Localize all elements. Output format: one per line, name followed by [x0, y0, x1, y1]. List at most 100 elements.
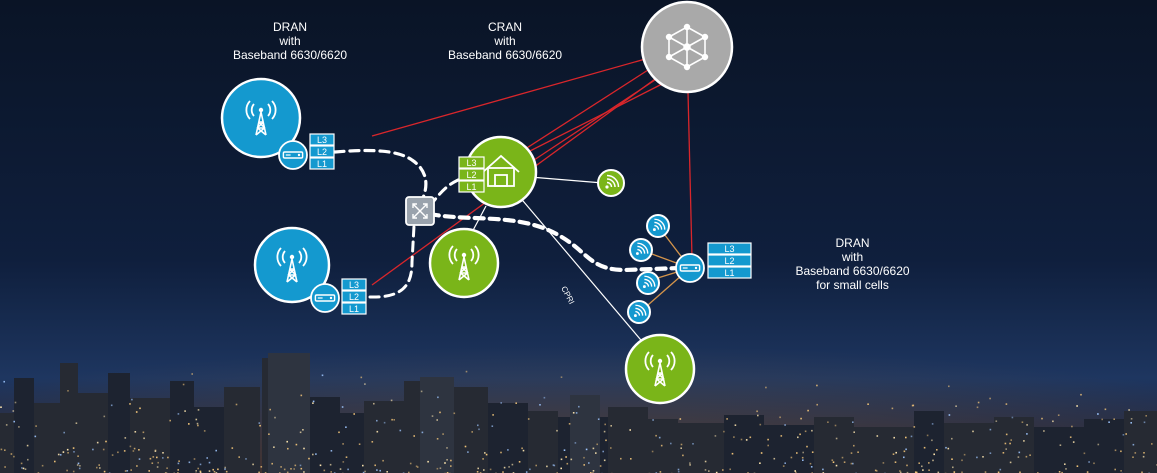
city-light	[756, 410, 758, 413]
city-light	[1011, 416, 1014, 419]
city-light	[553, 464, 556, 467]
city-light	[955, 405, 957, 407]
city-light	[1125, 433, 1127, 435]
stack-layer-label: L2	[317, 147, 327, 157]
stack-layer-box	[458, 180, 485, 193]
city-light	[134, 431, 137, 433]
stack-layer-label: L1	[317, 159, 327, 169]
city-light	[362, 471, 365, 473]
stack-layer-box	[309, 157, 335, 170]
city-light	[899, 471, 902, 473]
city-light	[66, 469, 68, 472]
city-light	[841, 456, 844, 459]
city-light	[926, 434, 929, 437]
city-light	[224, 468, 226, 470]
building	[364, 401, 404, 473]
city-light	[21, 467, 23, 469]
city-light	[24, 468, 27, 470]
dran-top-baseband	[278, 140, 308, 170]
small-cell-1	[646, 214, 670, 238]
city-light	[197, 409, 200, 411]
small-cell-2	[629, 238, 653, 262]
city-light	[26, 444, 29, 447]
city-light	[931, 439, 933, 442]
city-light	[722, 469, 724, 471]
city-light	[312, 453, 314, 456]
city-light	[195, 470, 197, 472]
city-light	[416, 466, 419, 468]
building-hub-icon	[482, 154, 520, 187]
city-light	[124, 437, 127, 439]
city-light	[245, 458, 247, 460]
city-light	[961, 471, 963, 473]
city-light	[565, 456, 567, 458]
city-light	[191, 373, 193, 375]
city-light	[485, 453, 488, 456]
city-light	[57, 453, 60, 456]
city-light	[546, 465, 548, 468]
city-light	[852, 421, 854, 423]
city-light	[1088, 461, 1090, 463]
city-light	[193, 458, 196, 460]
city-light	[1101, 418, 1103, 421]
city-light	[984, 471, 987, 473]
city-light	[330, 450, 333, 452]
city-light	[96, 466, 98, 469]
stack-layer-label: L3	[317, 135, 327, 145]
city-light	[177, 462, 180, 465]
building	[1124, 411, 1157, 473]
city-light	[139, 407, 141, 410]
building	[34, 403, 60, 473]
small-cell-4	[627, 300, 651, 324]
city-light	[1021, 421, 1024, 423]
city-light	[41, 464, 44, 467]
city-light	[436, 438, 439, 440]
city-light	[152, 456, 155, 458]
city-light	[518, 461, 521, 463]
city-light	[188, 461, 191, 464]
city-light	[891, 407, 894, 410]
city-light	[976, 456, 978, 459]
building	[224, 387, 260, 473]
city-light	[231, 447, 234, 449]
city-light	[477, 467, 479, 470]
city-light	[14, 401, 17, 404]
city-light	[123, 450, 126, 452]
city-light	[604, 423, 606, 426]
city-light	[677, 470, 680, 473]
city-light	[421, 431, 424, 434]
city-light	[59, 454, 62, 456]
city-light	[225, 470, 228, 473]
city-light	[892, 453, 895, 455]
city-light	[409, 462, 412, 465]
city-light	[765, 386, 767, 389]
city-light	[224, 466, 226, 469]
city-light	[745, 439, 748, 441]
city-light	[539, 404, 541, 406]
city-light	[918, 462, 920, 464]
small-cells-baseband	[675, 253, 705, 283]
city-light	[76, 464, 79, 466]
city-light	[0, 406, 2, 408]
city-light	[383, 421, 386, 424]
city-light	[1009, 442, 1011, 445]
city-light	[1120, 470, 1122, 472]
city-light	[312, 402, 314, 404]
hub-to-small-cell-link	[529, 176, 604, 184]
city-light	[4, 466, 6, 468]
city-light	[500, 451, 502, 454]
city-light	[852, 462, 854, 465]
city-light	[680, 443, 683, 446]
city-light	[67, 452, 69, 454]
city-light	[1071, 425, 1073, 428]
city-light	[482, 458, 484, 460]
city-light	[376, 419, 378, 422]
city-light	[166, 467, 168, 469]
city-light	[913, 426, 916, 428]
city-light	[947, 447, 950, 450]
dran-top-site	[220, 77, 308, 170]
building	[488, 403, 528, 473]
city-light	[853, 431, 855, 433]
city-light	[629, 429, 631, 431]
